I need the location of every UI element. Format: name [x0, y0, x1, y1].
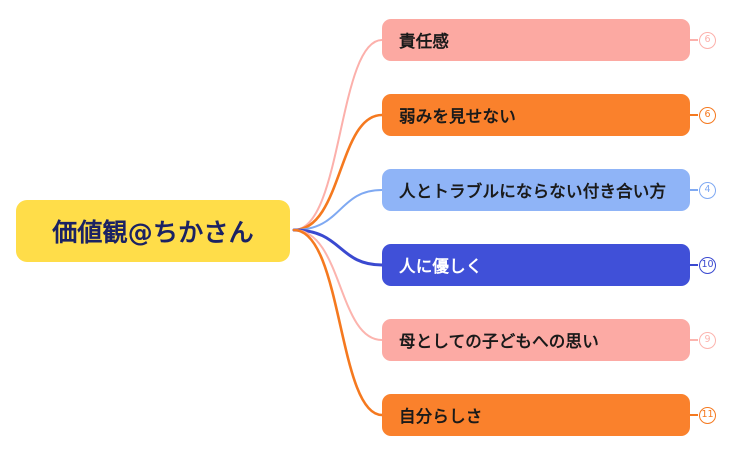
branch-node-label: 母としての子どもへの思い [399, 332, 599, 351]
branch-node[interactable]: 人に優しく [382, 244, 690, 286]
branch-connector [292, 113, 384, 232]
child-count-badge[interactable]: 6 [699, 31, 716, 49]
branch-connector [293, 229, 383, 341]
branch-node[interactable]: 弱みを見せない [382, 94, 690, 136]
badge-connector-stub [690, 39, 698, 41]
branch-connector [293, 39, 383, 231]
root-node[interactable]: 価値観@ちかさん [16, 200, 290, 262]
child-count-badge[interactable]: 11 [699, 406, 716, 424]
badge-connector-stub [690, 264, 698, 266]
branch-node-label: 人とトラブルにならない付き合い方 [399, 182, 667, 201]
badge-connector-stub [690, 114, 698, 116]
branch-connector [292, 228, 384, 267]
branch-connector [293, 189, 383, 231]
child-count-badge[interactable]: 9 [699, 331, 716, 349]
branch-node[interactable]: 責任感 [382, 19, 690, 61]
branch-node-label: 責任感 [399, 32, 450, 51]
root-node-label: 価値観@ちかさん [52, 218, 254, 247]
branch-node-label: 弱みを見せない [399, 107, 516, 126]
child-count-badge[interactable]: 4 [699, 181, 716, 199]
badge-connector-stub [690, 414, 698, 416]
badge-connector-stub [690, 189, 698, 191]
child-count-badge[interactable]: 6 [699, 106, 716, 124]
branch-node[interactable]: 人とトラブルにならない付き合い方 [382, 169, 690, 211]
branch-connector [292, 228, 384, 417]
child-count-badge[interactable]: 10 [699, 256, 716, 274]
badge-connector-stub [690, 339, 698, 341]
branch-node-label: 自分らしさ [399, 407, 483, 426]
branch-node[interactable]: 母としての子どもへの思い [382, 319, 690, 361]
branch-node[interactable]: 自分らしさ [382, 394, 690, 436]
branch-node-label: 人に優しく [399, 257, 483, 276]
